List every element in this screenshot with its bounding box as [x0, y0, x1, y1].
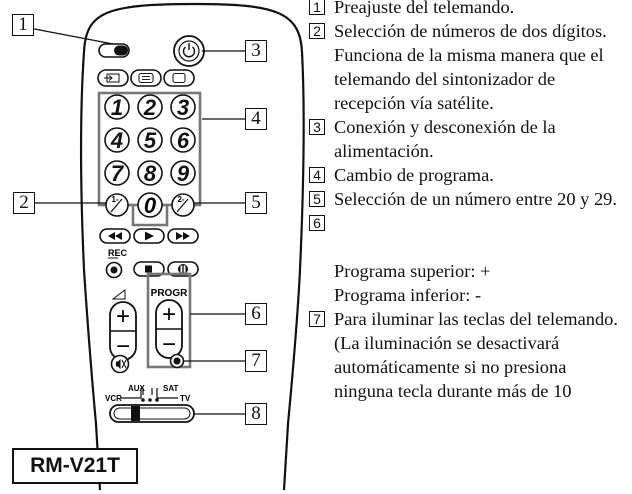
- play-button[interactable]: [133, 228, 165, 244]
- mode-switch[interactable]: [109, 404, 195, 423]
- description-text: Conexión y desconexión de la alimentació…: [334, 117, 556, 161]
- svg-text:+: +: [162, 301, 176, 328]
- record-button[interactable]: [105, 261, 123, 279]
- callout-3: 3: [245, 40, 267, 62]
- svg-text:6: 6: [177, 128, 190, 153]
- callout-2: 2: [13, 192, 35, 214]
- description-number: 7: [309, 311, 325, 327]
- rewind-button[interactable]: [99, 228, 131, 244]
- volume-rocker[interactable]: + −: [109, 301, 137, 361]
- svg-text:AUX: AUX: [128, 384, 146, 393]
- svg-text:−: −: [162, 331, 176, 358]
- description-item: 1 Preajuste del telemando.: [309, 0, 629, 19]
- svg-text:5: 5: [144, 128, 157, 153]
- fast-forward-button[interactable]: [167, 228, 199, 244]
- one-dash-button[interactable]: 1-: [105, 193, 129, 217]
- svg-text:1-: 1-: [111, 195, 118, 204]
- description-item: 6 Programa superior: + Programa inferior…: [309, 211, 629, 307]
- digit-4-button[interactable]: 4: [104, 127, 130, 153]
- svg-text:VCR: VCR: [105, 394, 122, 403]
- remote-outline: [79, 2, 305, 491]
- digit-2-button[interactable]: 2: [137, 94, 163, 120]
- svg-text:TV: TV: [180, 394, 191, 403]
- svg-text:−: −: [116, 333, 130, 360]
- description-number: 2: [309, 23, 325, 39]
- svg-text:9: 9: [177, 161, 190, 186]
- digit-0-button[interactable]: 0: [137, 192, 163, 218]
- tv-mode-button[interactable]: [163, 69, 195, 87]
- description-number: 6: [309, 215, 325, 231]
- description-number: 1: [309, 0, 325, 15]
- description-item: 7 Para iluminar las teclas del telemando…: [309, 307, 629, 403]
- description-item: 3 Conexión y desconexión de la alimentac…: [309, 115, 629, 163]
- description-number: 4: [309, 167, 325, 183]
- description-item: 4 Cambio de programa.: [309, 163, 629, 187]
- description-text: Selección de números de dos dígitos. Fun…: [334, 21, 607, 113]
- callout-4: 4: [245, 108, 267, 130]
- svg-text:3: 3: [177, 95, 189, 120]
- description-list: 1 Preajuste del telemando. 2 Selección d…: [309, 0, 629, 403]
- description-item: 2 Selección de números de dos dígitos. F…: [309, 19, 629, 115]
- digit-6-button[interactable]: 6: [170, 127, 196, 153]
- callout-5: 5: [245, 192, 267, 214]
- power-button[interactable]: [173, 35, 205, 67]
- callout-8: 8: [245, 403, 267, 425]
- program-rocker[interactable]: + −: [155, 299, 183, 359]
- digit-0-frame: [131, 205, 169, 227]
- rec-label: REC: [108, 248, 128, 259]
- description-item: 5 Selección de un número entre 20 y 29.: [309, 187, 629, 211]
- description-text: Selección de un número entre 20 y 29.: [334, 189, 617, 209]
- callout-1: 1: [12, 14, 34, 36]
- digit-8-button[interactable]: 8: [137, 160, 163, 186]
- two-dash-button[interactable]: 2-: [171, 193, 195, 217]
- svg-text:0: 0: [144, 193, 157, 218]
- svg-text:+: +: [116, 303, 130, 330]
- svg-text:REC: REC: [108, 248, 128, 258]
- svg-text:4: 4: [110, 128, 123, 153]
- svg-text:8: 8: [144, 161, 157, 186]
- progr-label: PROGR: [151, 288, 188, 299]
- digit-7-button[interactable]: 7: [104, 160, 130, 186]
- preset-switch[interactable]: [98, 43, 130, 58]
- description-text: Programa superior: + Programa inferior: …: [334, 261, 491, 305]
- description-number: 3: [309, 119, 325, 135]
- description-text: Preajuste del telemando.: [334, 0, 515, 17]
- description-text: Para iluminar las teclas del telemando. …: [334, 309, 618, 401]
- description-number: 5: [309, 191, 325, 207]
- callout-7: 7: [245, 350, 267, 372]
- svg-text:7: 7: [111, 161, 125, 186]
- description-text: Cambio de programa.: [334, 165, 494, 185]
- svg-text:SAT: SAT: [163, 384, 179, 393]
- callout-leaders: [23, 26, 245, 415]
- input-select-button[interactable]: [97, 69, 129, 87]
- svg-text:2: 2: [143, 95, 157, 120]
- svg-text:1: 1: [111, 95, 123, 120]
- mute-button[interactable]: [110, 354, 130, 374]
- callout-6: 6: [245, 303, 267, 325]
- teletext-button[interactable]: [130, 69, 162, 87]
- pause-button[interactable]: [167, 261, 199, 277]
- digit-1-button[interactable]: 1: [104, 94, 130, 120]
- digit-9-button[interactable]: 9: [170, 160, 196, 186]
- light-button[interactable]: [169, 353, 185, 369]
- digit-3-button[interactable]: 3: [170, 94, 196, 120]
- mode-switch-labels: AUX SAT VCR TV: [105, 384, 191, 403]
- progr-frame: [146, 272, 192, 369]
- model-name-label: RM-V21T: [12, 448, 138, 484]
- svg-text:2-: 2-: [177, 195, 184, 204]
- digit-5-button[interactable]: 5: [137, 127, 163, 153]
- volume-ramp-icon: [111, 289, 126, 300]
